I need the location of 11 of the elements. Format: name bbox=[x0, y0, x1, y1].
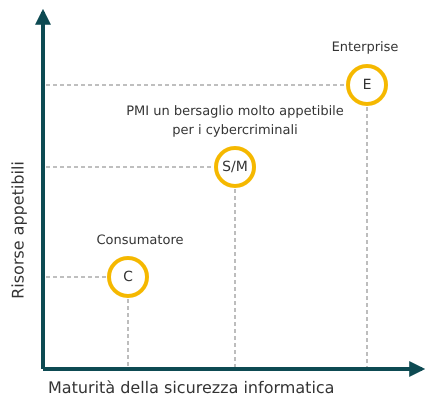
point-label: Enterprise bbox=[330, 39, 400, 57]
marker-circle bbox=[107, 256, 149, 298]
point-label: Consumatore bbox=[95, 232, 185, 250]
point-label: PMI un bersaglio molto appetibile per i cybercriminali bbox=[125, 103, 345, 140]
circle-letter: C bbox=[123, 269, 133, 285]
circle-letter: S/M bbox=[222, 159, 248, 175]
circle-letter: E bbox=[362, 77, 372, 93]
axis-title: Risorse appetibili bbox=[8, 161, 28, 299]
axis-title: Maturità della sicurezza informatica bbox=[48, 378, 334, 397]
marker-circle bbox=[346, 64, 388, 106]
marker-circle bbox=[214, 146, 256, 188]
